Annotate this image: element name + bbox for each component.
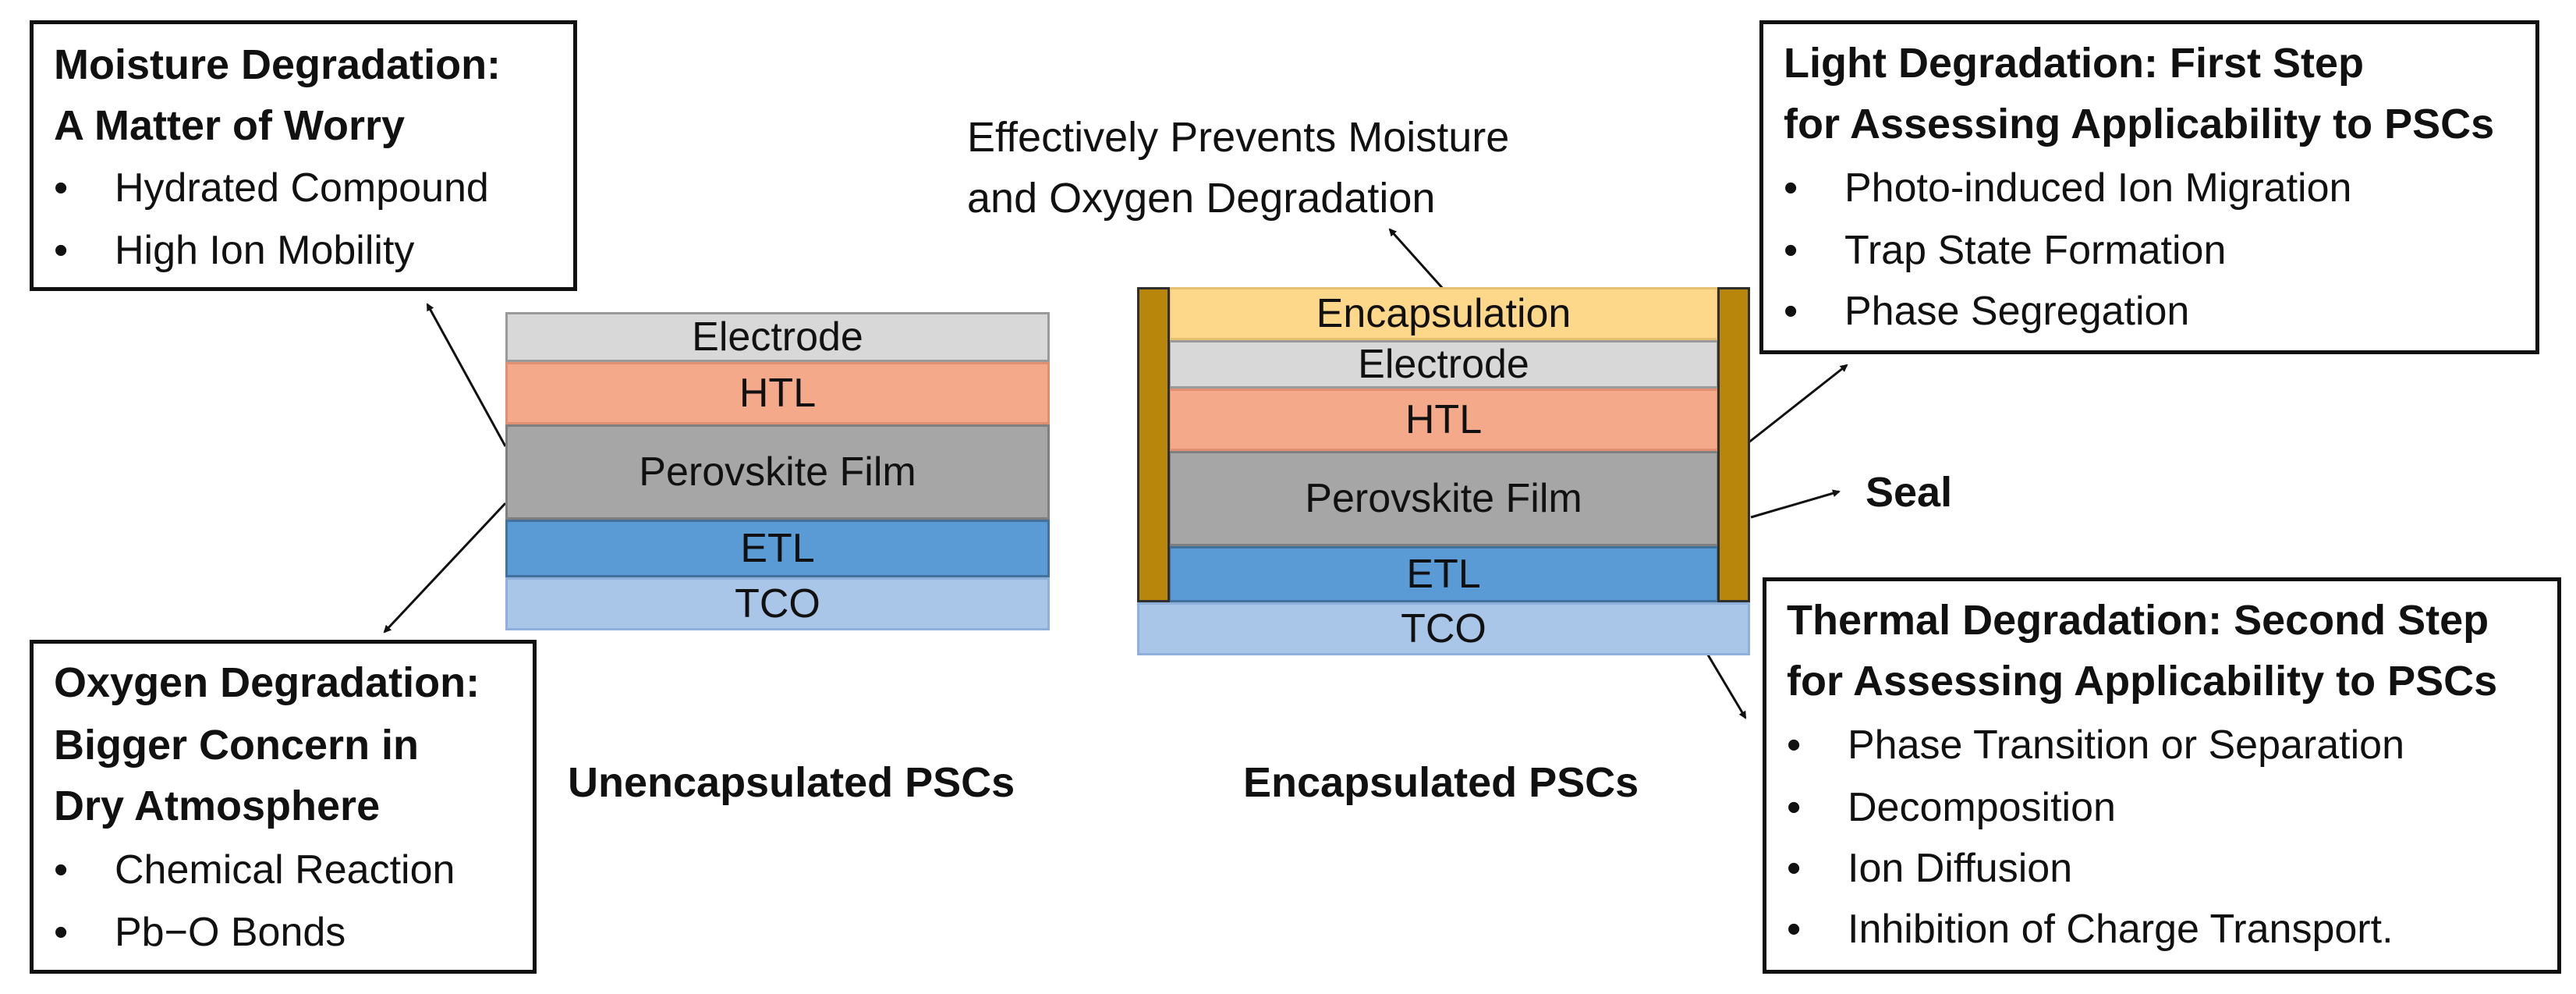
layer-etl: ETL (1168, 546, 1719, 602)
moisture-title-line-1: Moisture Degradation: (54, 41, 501, 88)
layer-tco: TCO (1137, 602, 1750, 655)
light-bullet: Trap State Formation (1844, 228, 2227, 273)
encapsulated-stack: Encapsulation Electrode HTL Perovskite F… (1137, 287, 1750, 655)
prevents-line-2: and Oxygen Degradation (967, 175, 1436, 222)
moisture-bullet: High Ion Mobility (115, 228, 415, 273)
layer-etl: ETL (505, 520, 1050, 577)
thermal-bullet: Ion Diffusion (1848, 846, 2073, 891)
thermal-degradation-box: Thermal Degradation: Second Step for Ass… (1763, 577, 2561, 974)
thermal-bullet: Decomposition (1848, 785, 2116, 830)
oxygen-bullet: Chemical Reaction (115, 847, 455, 893)
thermal-bullet: Phase Transition or Separation (1848, 722, 2404, 768)
oxygen-bullet: Pb−O Bonds (115, 910, 346, 955)
oxygen-degradation-box: Oxygen Degradation: Bigger Concern in Dr… (30, 640, 537, 974)
encapsulated-caption: Encapsulated PSCs (1243, 759, 1639, 806)
bullet-icon: • (1787, 785, 1802, 830)
arrow-seal (1750, 489, 1841, 519)
oxygen-title-line-1: Oxygen Degradation: (54, 659, 480, 706)
bullet-icon: • (54, 228, 69, 273)
seal-label: Seal (1866, 469, 1953, 516)
moisture-degradation-box: Moisture Degradation: A Matter of Worry … (30, 20, 577, 291)
bullet-icon: • (1784, 228, 1798, 273)
light-bullet: Photo-induced Ion Migration (1844, 165, 2352, 211)
light-title-line-1: Light Degradation: First Step (1784, 40, 2365, 87)
arrow-prevents (1388, 228, 1446, 292)
arrow-moisture (426, 303, 507, 447)
layer-perovskite: Perovskite Film (505, 424, 1050, 520)
light-degradation-box: Light Degradation: First Step for Assess… (1759, 20, 2539, 354)
layer-htl: HTL (505, 362, 1050, 424)
thermal-title-line-2: for Assessing Applicability to PSCs (1787, 658, 2498, 705)
light-title-line-2: for Assessing Applicability to PSCs (1784, 101, 2495, 147)
moisture-bullet: Hydrated Compound (115, 165, 489, 211)
bullet-icon: • (1784, 289, 1798, 334)
layer-perovskite: Perovskite Film (1168, 451, 1719, 546)
thermal-title-line-1: Thermal Degradation: Second Step (1787, 597, 2489, 644)
light-bullet: Phase Segregation (1844, 289, 2190, 334)
unencapsulated-stack: Electrode HTL Perovskite Film ETL TCO (505, 312, 1050, 630)
oxygen-title-line-3: Dry Atmosphere (54, 783, 381, 829)
bullet-icon: • (54, 165, 69, 211)
moisture-title-line-2: A Matter of Worry (54, 102, 406, 149)
layer-electrode: Electrode (505, 312, 1050, 362)
bullet-icon: • (1787, 907, 1802, 952)
seal-right-post (1717, 287, 1750, 602)
unencapsulated-caption: Unencapsulated PSCs (568, 759, 1015, 806)
bullet-icon: • (1787, 722, 1802, 768)
bullet-icon: • (54, 910, 69, 955)
bullet-icon: • (1784, 165, 1798, 211)
prevents-line-1: Effectively Prevents Moisture (967, 114, 1510, 161)
layer-electrode: Electrode (1168, 340, 1719, 389)
layer-encapsulation: Encapsulation (1168, 287, 1719, 340)
oxygen-title-line-2: Bigger Concern in (54, 722, 420, 769)
arrow-oxygen (383, 502, 507, 634)
thermal-bullet: Inhibition of Charge Transport. (1848, 907, 2394, 952)
layer-htl: HTL (1168, 389, 1719, 451)
bullet-icon: • (54, 847, 69, 893)
bullet-icon: • (1787, 846, 1802, 891)
layer-tco: TCO (505, 577, 1050, 630)
seal-left-post (1137, 287, 1170, 602)
